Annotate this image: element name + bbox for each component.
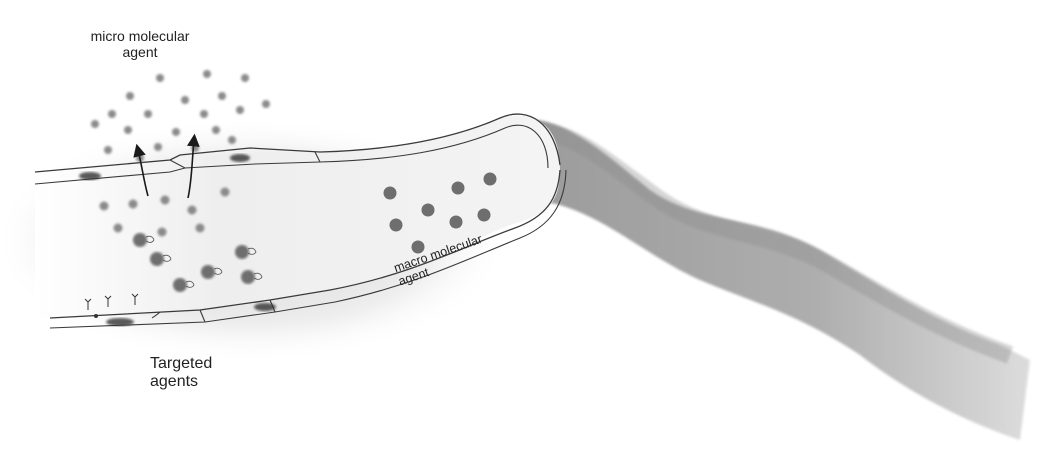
targeted-label-line2: agents	[150, 373, 212, 391]
micro-particle	[129, 200, 138, 209]
micro-particle	[262, 100, 270, 108]
micro-particle	[228, 136, 236, 144]
macro-particle	[484, 173, 497, 186]
micro-particle	[100, 202, 109, 211]
micro-particle	[91, 120, 99, 128]
macro-particle	[452, 182, 465, 195]
targeted-agents-label: Targeted agents	[150, 355, 212, 392]
macro-particle	[384, 187, 397, 200]
micro-particle	[114, 224, 123, 233]
macro-particle	[450, 216, 463, 229]
micro-particle	[144, 110, 152, 118]
macro-particle	[422, 204, 435, 217]
micro-particle	[196, 224, 205, 233]
micro-particle	[212, 126, 220, 134]
macro-particle	[390, 219, 403, 232]
micro-particle	[104, 146, 112, 154]
micro-particle	[124, 126, 132, 134]
micro-particle	[241, 74, 249, 82]
targeted-agent	[150, 252, 164, 266]
micro-particle	[108, 110, 116, 118]
micro-label-line1: micro molecular	[70, 28, 210, 44]
micro-label-line2: agent	[70, 44, 210, 60]
micro-particle	[154, 143, 162, 151]
micro-particle	[156, 74, 164, 82]
targeted-agent	[235, 245, 249, 259]
micro-particle	[181, 96, 189, 104]
micro-particle	[161, 196, 170, 205]
micro-particle	[203, 70, 211, 78]
micro-particle	[200, 110, 208, 118]
micro-particle	[218, 92, 226, 100]
micro-particle	[126, 92, 134, 100]
targeted-agent	[173, 278, 187, 292]
micro-particle	[172, 128, 180, 136]
tissue-smear	[505, 118, 1030, 440]
targeted-agent	[133, 233, 147, 247]
targeted-agent	[201, 265, 215, 279]
micro-particle	[188, 206, 197, 215]
micro-particle	[158, 228, 167, 237]
macro-particle	[478, 209, 491, 222]
targeted-agent	[241, 270, 255, 284]
micro-molecular-label: micro molecular agent	[70, 28, 210, 60]
micro-particle	[236, 106, 244, 114]
micro-particle	[191, 144, 199, 152]
micro-particle	[221, 188, 230, 197]
targeted-label-line1: Targeted	[150, 355, 212, 373]
